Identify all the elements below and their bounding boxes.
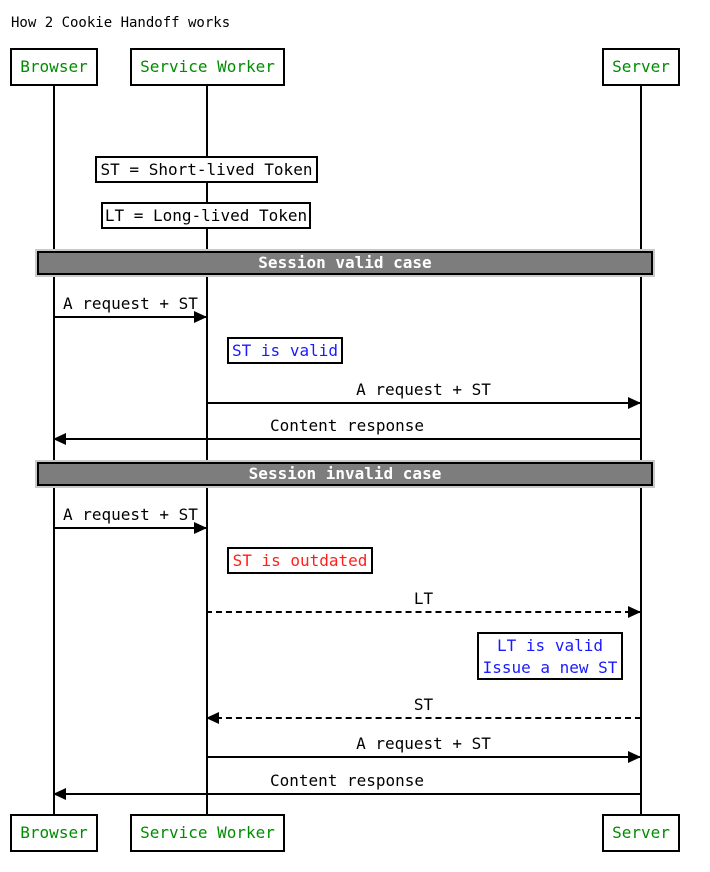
section-divider-invalid-text: Session invalid case <box>248 464 442 483</box>
note-st-definition: ST = Short-lived Token <box>95 156 318 183</box>
arrowhead-right-icon <box>628 751 641 763</box>
note-st-outdated-text: ST is outdated <box>232 551 368 570</box>
message-label: A request + ST <box>63 505 198 524</box>
message-content-response-valid: Content response <box>53 416 641 445</box>
message-label: LT <box>413 589 434 608</box>
note-st-valid-text: ST is valid <box>232 341 338 360</box>
lifeline-service-worker <box>206 86 208 814</box>
note-st-definition-text: ST = Short-lived Token <box>100 160 313 179</box>
arrow-line-solid <box>206 751 641 763</box>
message-label: A request + ST <box>63 294 198 313</box>
message-label: ST <box>413 695 434 714</box>
arrow-line-dashed <box>206 712 641 724</box>
arrow-line-solid <box>53 788 641 800</box>
note-lt-definition: LT = Long-lived Token <box>101 202 311 229</box>
message-label: Content response <box>269 416 425 435</box>
arrow-line-solid <box>206 397 641 409</box>
actor-label-server-bottom: Server <box>612 823 670 842</box>
actor-label-service-worker-top: Service Worker <box>140 57 275 76</box>
arrowhead-left-icon <box>53 788 66 800</box>
arrowhead-right-icon <box>628 606 641 618</box>
message-request-st-browser-to-sw-2: A request + ST <box>53 505 207 534</box>
actor-label-server-top: Server <box>612 57 670 76</box>
message-st-server-to-sw: ST <box>206 695 641 724</box>
message-lt-sw-to-server: LT <box>206 589 641 618</box>
page-title: How 2 Cookie Handoff works <box>11 15 231 31</box>
actor-box-service-worker-top: Service Worker <box>130 48 285 86</box>
section-divider-valid-text: Session valid case <box>258 253 432 272</box>
lifeline-server <box>640 86 642 814</box>
message-request-st-sw-to-server-2: A request + ST <box>206 734 641 763</box>
message-content-response-invalid: Content response <box>53 771 641 800</box>
actor-label-browser-top: Browser <box>20 57 88 76</box>
actor-box-service-worker-bottom: Service Worker <box>130 814 285 852</box>
section-divider-invalid: Session invalid case <box>37 462 653 486</box>
message-label: A request + ST <box>356 380 491 399</box>
message-label: Content response <box>269 771 425 790</box>
arrow-line-solid <box>53 522 207 534</box>
arrow-line-solid <box>53 311 207 323</box>
actor-box-browser-bottom: Browser <box>10 814 98 852</box>
note-st-outdated: ST is outdated <box>227 547 373 574</box>
arrowhead-left-icon <box>53 433 66 445</box>
arrowhead-left-icon <box>206 712 219 724</box>
note-lt-valid: LT is valid Issue a new ST <box>477 632 623 680</box>
note-lt-definition-text: LT = Long-lived Token <box>104 206 308 225</box>
actor-label-service-worker-bottom: Service Worker <box>140 823 275 842</box>
section-divider-valid: Session valid case <box>37 251 653 275</box>
message-request-st-browser-to-sw: A request + ST <box>53 294 207 323</box>
actor-box-server-bottom: Server <box>602 814 680 852</box>
message-request-st-sw-to-server: A request + ST <box>206 380 641 409</box>
actor-label-browser-bottom: Browser <box>20 823 88 842</box>
lifeline-browser <box>53 86 55 814</box>
arrowhead-right-icon <box>628 397 641 409</box>
note-lt-valid-line2: Issue a new ST <box>482 658 618 677</box>
arrowhead-right-icon <box>194 311 207 323</box>
actor-box-browser-top: Browser <box>10 48 98 86</box>
note-st-valid: ST is valid <box>227 337 343 364</box>
arrowhead-right-icon <box>194 522 207 534</box>
arrow-line-dashed <box>206 606 641 618</box>
message-label: A request + ST <box>356 734 491 753</box>
arrow-line-solid <box>53 433 641 445</box>
actor-box-server-top: Server <box>602 48 680 86</box>
note-lt-valid-line1: LT is valid <box>497 636 603 655</box>
